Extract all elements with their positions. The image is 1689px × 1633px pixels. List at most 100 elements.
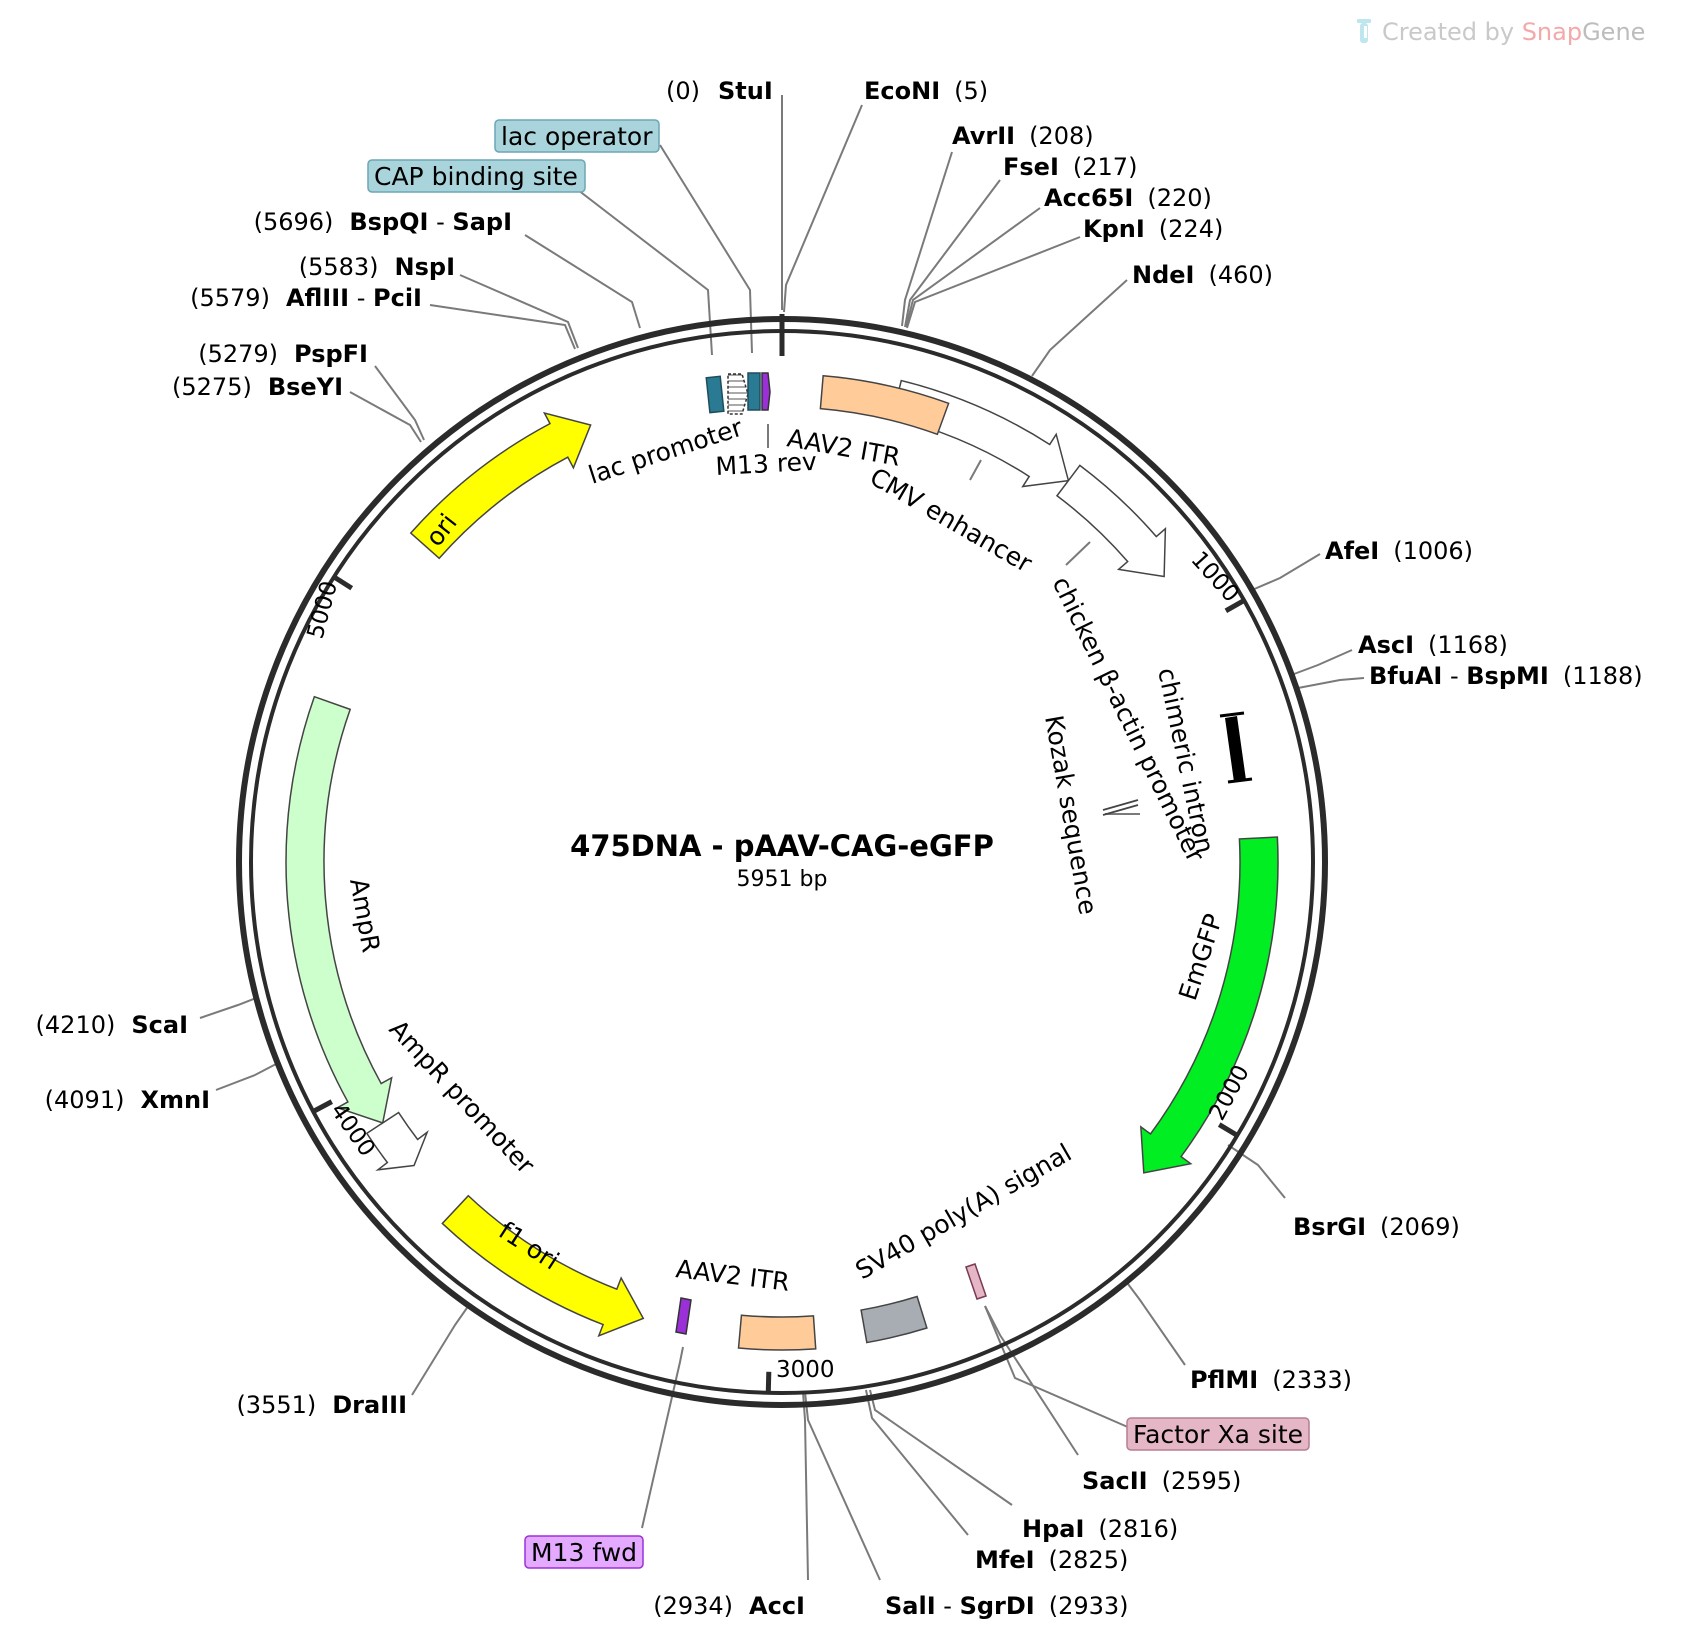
plasmid-title-group: 475DNA - pAAV-CAG-eGFP 5951 bp [570, 829, 994, 892]
leader-bfuai [1297, 677, 1365, 689]
leader-nspi [459, 274, 579, 349]
feature-aav2-itr-right [737, 1314, 817, 1351]
plasmid-length: 5951 bp [737, 867, 828, 892]
kozak-mark-a [1102, 799, 1139, 811]
leader-econi [783, 104, 863, 313]
plasmid-backbone [236, 314, 1328, 1408]
tick-1000 [1224, 598, 1246, 613]
site-stui: (0)StuI [666, 77, 773, 105]
site-fsei: FseI(217) [1003, 153, 1137, 181]
leader-xmni [215, 1062, 279, 1091]
m13-rev-block [761, 372, 771, 411]
site-draiii: (3551)DraIII [236, 1391, 407, 1419]
site-avrii: AvrII(208) [952, 122, 1094, 150]
factor-xa-label: Factor Xa site [1133, 1420, 1303, 1449]
label-cmv-enhancer: CMV enhancer [865, 462, 1037, 578]
factor-xa-box [1126, 1417, 1310, 1451]
label-sv40: SV40 poly(A) signal [851, 1138, 1077, 1285]
label-emgfp: EmGFP [1173, 910, 1228, 1004]
lac-operator-block [747, 372, 761, 411]
site-mfei: MfeI(2825) [975, 1546, 1128, 1574]
site-bfuai: BfuAI - BspMI(1188) [1369, 662, 1643, 690]
feature-sv40-poly-a-signal [860, 1295, 928, 1344]
lac-operator-label: lac operator [501, 122, 653, 151]
cap-binding-box [367, 159, 586, 193]
leader-avrii [901, 151, 953, 327]
leader-cap [577, 189, 713, 356]
leader-pflmi [1124, 1279, 1186, 1366]
label-ampr: AmpR [344, 876, 386, 955]
snapgene-logo-icon [1357, 19, 1371, 43]
site-bspqi: (5696)BspQI - SapI [254, 208, 512, 236]
site-bsrgi: BsrGI(2069) [1293, 1213, 1460, 1241]
watermark-brand-snap: Snap [1521, 18, 1583, 46]
feature-f1-ori [441, 1194, 645, 1338]
chimeric-intron-mark [1225, 716, 1246, 782]
leader-chicken [1065, 541, 1091, 566]
feature-ampr [285, 695, 393, 1124]
feature-ampr-promoter [365, 1111, 429, 1171]
leader-acc65i [905, 207, 1041, 328]
leader-pspfi [374, 365, 425, 441]
cap-binding-block [705, 375, 725, 414]
leader-acci [802, 1391, 809, 1581]
kozak-mark-b [1102, 804, 1139, 816]
chimeric-intron-tick-b [1227, 777, 1253, 784]
site-afliii: (5579)AflIII - PciI [190, 284, 422, 312]
leader-ndei [1031, 279, 1128, 377]
feature-aav2-itr-left [819, 374, 950, 436]
site-bseyi: (5275)BseYI [172, 373, 343, 401]
lac-operator-box [494, 119, 660, 153]
leader-asci [1293, 649, 1353, 675]
boxed-labels: lac operator CAP binding site Factor Xa … [367, 119, 1310, 1569]
site-sacii: SacII(2595) [1082, 1467, 1241, 1495]
leader-afei [1251, 553, 1321, 591]
site-xmni: (4091)XmnI [45, 1086, 210, 1114]
factor-xa-block [965, 1263, 987, 1300]
plasmid-name: 475DNA - pAAV-CAG-eGFP [570, 829, 994, 863]
site-acci: (2934)AccI [653, 1592, 805, 1620]
site-scai: (4210)ScaI [36, 1011, 188, 1039]
tick-2000 [1217, 1122, 1239, 1138]
site-pflmi: PflMI(2333) [1190, 1366, 1352, 1394]
site-asci: AscI(1168) [1358, 631, 1508, 659]
snapgene-watermark: Created by SnapGene [1356, 18, 1645, 46]
site-hpai: HpaI(2816) [1022, 1515, 1178, 1543]
site-ndei: NdeI(460) [1132, 261, 1273, 289]
lac-promoter-block [727, 373, 749, 415]
leader-hpai [869, 1389, 1013, 1506]
site-nspi: (5583)NspI [299, 253, 455, 281]
restriction-sites: (0)StuI EcoNI(5) AvrII(208) FseI(217) Ac… [36, 77, 1643, 1620]
leader-draiii [411, 1304, 470, 1396]
feature-emgfp [1139, 836, 1279, 1174]
m13-fwd-label: M13 fwd [531, 1538, 637, 1567]
leader-cmv [969, 459, 982, 481]
watermark-prefix: Created by [1382, 18, 1515, 46]
chimeric-intron-tick-a [1219, 711, 1245, 718]
leader-mfei [865, 1389, 969, 1536]
tick-label-5000: 5000 [303, 578, 343, 641]
label-aav2-itr-right: AAV2 ITR [674, 1254, 791, 1297]
site-econi: EcoNI(5) [864, 77, 988, 105]
feature-chicken-b-actin-promoter [1055, 464, 1167, 578]
leader-afliii [429, 304, 576, 350]
lac-features [675, 372, 1253, 1335]
site-afei: AfeI(1006) [1325, 537, 1473, 565]
leader-fsei [904, 179, 1001, 328]
label-m13-rev: M13 rev [715, 447, 818, 481]
cap-binding-label: CAP binding site [374, 162, 578, 191]
leader-scai [199, 997, 257, 1019]
site-kpni: KpnI(224) [1083, 215, 1223, 243]
leader-sali [804, 1391, 881, 1581]
site-pspfi: (5279)PspFI [198, 340, 368, 368]
site-acc65i: Acc65I(220) [1044, 184, 1212, 212]
m13-fwd-box [524, 1535, 644, 1569]
site-sali: SalI - SgrDI(2933) [885, 1592, 1129, 1620]
tick-label-3000: 3000 [776, 1357, 835, 1383]
tick-4000 [312, 1099, 333, 1114]
feature-ori [409, 411, 592, 560]
tick-5000 [332, 574, 354, 591]
tick-marks [312, 574, 1246, 1393]
feature-arcs [285, 374, 1279, 1351]
watermark-brand-gene: Gene [1582, 18, 1646, 46]
